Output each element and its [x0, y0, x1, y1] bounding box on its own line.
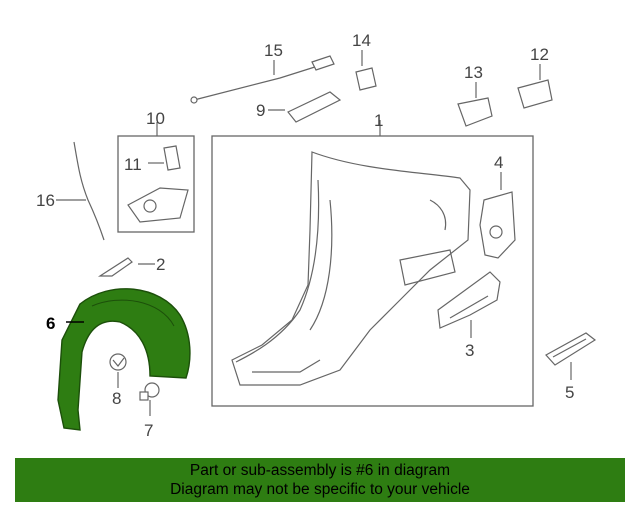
part-7-push-pin[interactable] — [139, 382, 160, 401]
part-10-housing[interactable] — [127, 187, 189, 223]
part-10-frame — [117, 135, 195, 233]
banner-line-1: Part or sub-assembly is #6 in diagram — [189, 462, 451, 479]
callout-10[interactable]: 10 — [146, 109, 165, 128]
quarter-panel[interactable] — [231, 151, 471, 386]
part-8-clip[interactable] — [109, 353, 127, 371]
part-9-fuel-door[interactable] — [287, 91, 342, 123]
callout-9[interactable]: 9 — [256, 101, 265, 120]
part-1-frame — [211, 135, 534, 407]
part-14-bumper[interactable] — [355, 67, 377, 91]
callout-2[interactable]: 2 — [156, 255, 165, 274]
part-13-bracket[interactable] — [457, 97, 493, 127]
part-5-cover[interactable] — [545, 332, 597, 366]
callout-14[interactable]: 14 — [352, 31, 371, 50]
parts-diagram: 1 4 3 5 2 16 10 — [36, 31, 597, 440]
callout-6[interactable]: 6 — [46, 314, 55, 333]
banner-line-2: Diagram may not be specific to your vehi… — [170, 481, 470, 498]
part-4-bracket[interactable] — [479, 191, 516, 259]
part-11-actuator[interactable] — [163, 145, 181, 171]
callout-15[interactable]: 15 — [264, 41, 283, 60]
part-6-wheelhouse-liner[interactable] — [57, 288, 191, 431]
part-12-module[interactable] — [517, 79, 553, 109]
callout-7[interactable]: 7 — [144, 421, 153, 440]
callout-4[interactable]: 4 — [494, 153, 503, 172]
info-banner: Part or sub-assembly is #6 in diagram Di… — [15, 458, 625, 502]
callout-5[interactable]: 5 — [565, 383, 574, 402]
part-2-seal[interactable] — [97, 257, 133, 277]
callout-12[interactable]: 12 — [530, 45, 549, 64]
part-15-cable[interactable] — [193, 65, 319, 101]
callout-1[interactable]: 1 — [374, 111, 383, 130]
callout-8[interactable]: 8 — [112, 389, 121, 408]
callout-16[interactable]: 16 — [36, 191, 55, 210]
callout-3[interactable]: 3 — [465, 341, 474, 360]
part-3-panel[interactable] — [437, 271, 501, 329]
callout-13[interactable]: 13 — [464, 63, 483, 82]
callout-11[interactable]: 11 — [124, 155, 142, 174]
part-16-strip[interactable] — [73, 141, 105, 241]
